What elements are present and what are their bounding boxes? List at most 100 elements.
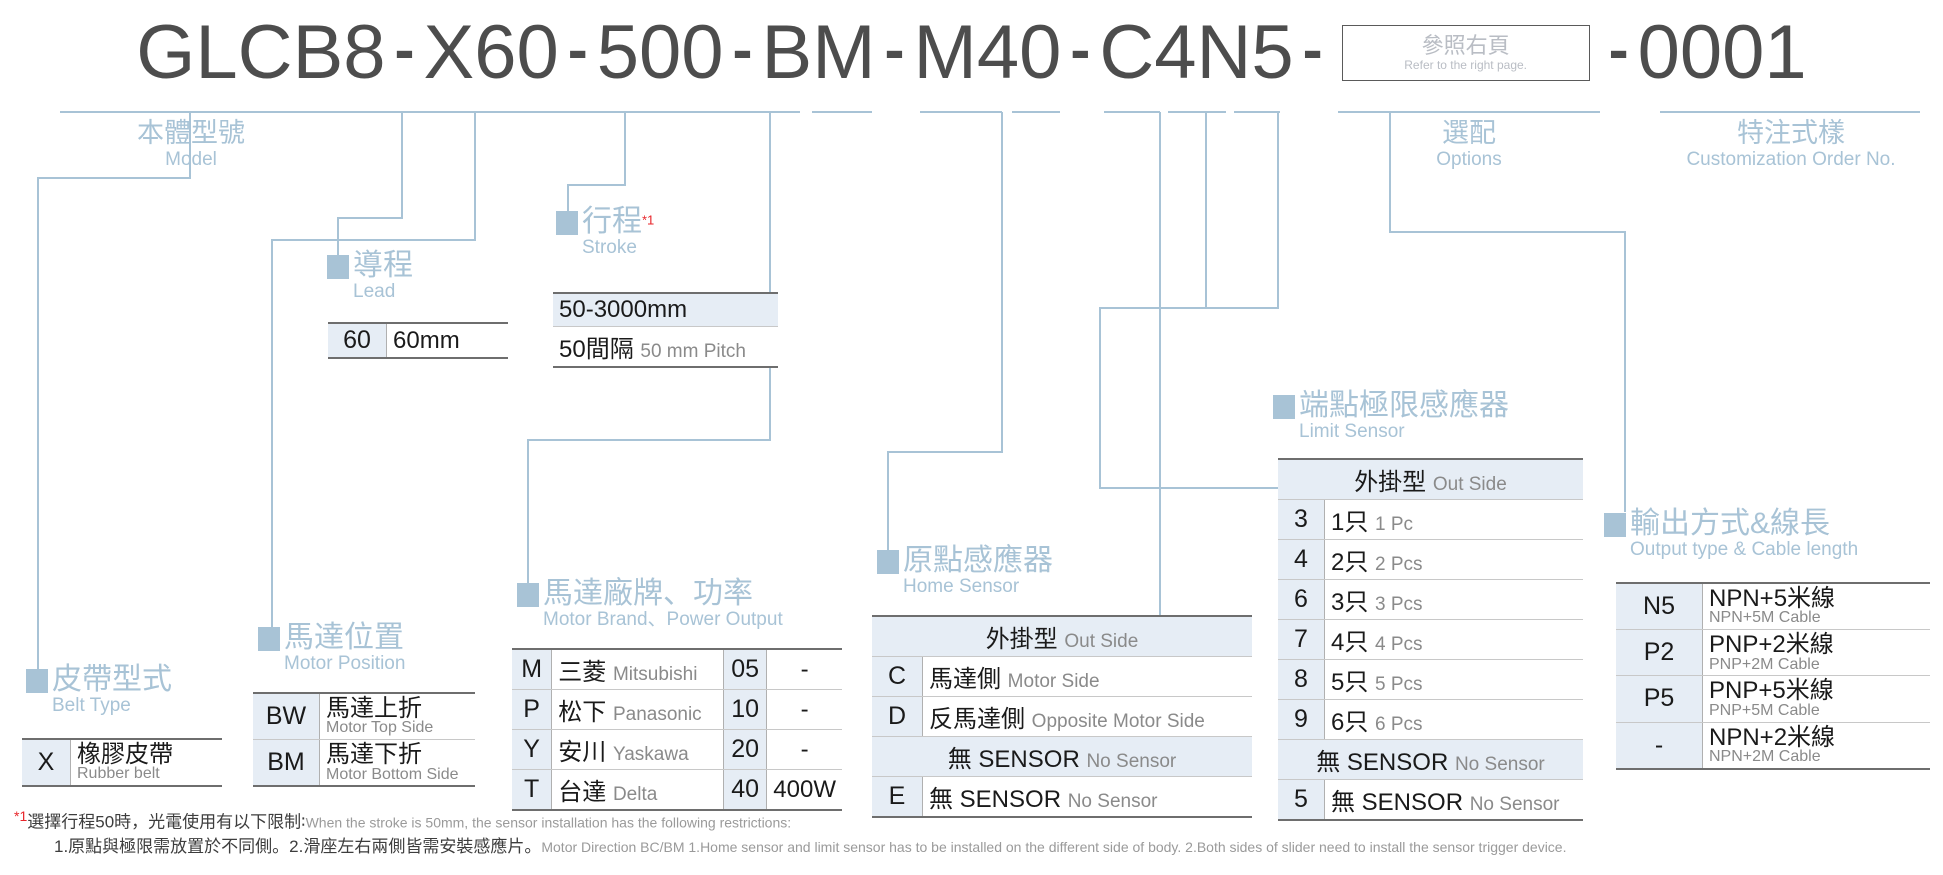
limit-sensor-en: 6 Pcs: [1375, 714, 1423, 735]
section-limit-sensor-cn: 端點極限感應器: [1299, 389, 1509, 422]
lead-value: 60mm: [386, 322, 508, 359]
home-sensor-key: C: [872, 656, 923, 697]
limit-sensor-key: 7: [1278, 619, 1325, 660]
table-group-header: 外掛型 Out Side: [1278, 458, 1583, 500]
limit-sensor-en: No Sensor: [1469, 794, 1560, 815]
home-sensor-group2-cn: 無 SENSOR: [947, 746, 1080, 773]
limit-sensor-cn: 無 SENSOR: [1331, 789, 1464, 816]
label-options: 選配 Options: [1338, 118, 1600, 172]
section-belt-type-cn: 皮帶型式: [52, 663, 172, 696]
limit-sensor-group2-cn: 無 SENSOR: [1316, 749, 1449, 776]
lead-key: 60: [328, 322, 387, 359]
section-stroke-footnote-marker: *1: [642, 212, 655, 228]
home-sensor-en: No Sensor: [1067, 791, 1158, 812]
motor-power-code: 20: [723, 729, 767, 770]
limit-sensor-en: 4 Pcs: [1375, 634, 1423, 655]
section-home-sensor: 原點感應器 Home Sensor: [877, 545, 1053, 597]
limit-sensor-value: 5只 5 Pcs: [1324, 659, 1583, 700]
limit-sensor-cn: 4只: [1331, 629, 1369, 656]
motor-position-value: 馬達下折 Motor Bottom Side: [319, 739, 475, 788]
table-row: - NPN+2米線 NPN+2M Cable: [1616, 722, 1930, 770]
label-model-en: Model: [165, 149, 217, 171]
motor-brand-en: Panasonic: [612, 704, 702, 725]
output-type-main: NPN+2米線: [1709, 723, 1836, 751]
table-row: 9 6只 6 Pcs: [1278, 699, 1583, 740]
bullet-icon: [556, 211, 578, 235]
product-code-row: GLCB8 - X60 - 500 - BM - M40 - C4N5 - 參照…: [0, 8, 1943, 98]
limit-sensor-cn: 2只: [1331, 549, 1369, 576]
output-type-value: PNP+5米線 PNP+5M Cable: [1702, 675, 1930, 723]
label-customization-cn: 特注式樣: [1737, 118, 1845, 148]
table-row: C 馬達側 Motor Side: [872, 656, 1252, 697]
section-belt-type: 皮帶型式 Belt Type: [26, 664, 172, 716]
table-row: BM 馬達下折 Motor Bottom Side: [253, 739, 475, 788]
motor-power-value: -: [766, 648, 842, 690]
output-type-value: NPN+2米線 NPN+2M Cable: [1702, 722, 1930, 770]
home-sensor-cn: 反馬達側: [929, 706, 1025, 733]
table-row: 3 1只 1 Pc: [1278, 499, 1583, 540]
footnote-1-en: When the stroke is 50mm, the sensor inst…: [305, 814, 792, 831]
motor-position-sub: Motor Bottom Side: [326, 765, 459, 783]
motor-power-code: 10: [723, 689, 767, 730]
motor-power-code: 05: [723, 648, 767, 690]
output-type-key: N5: [1616, 582, 1703, 631]
table-output-type: N5 NPN+5米線 NPN+5M Cable P2 PNP+2米線 PNP+2…: [1616, 582, 1930, 770]
code-segment-model: GLCB8: [136, 10, 386, 95]
limit-sensor-en: 5 Pcs: [1375, 674, 1423, 695]
footnote-marker: *1: [14, 808, 28, 824]
motor-power-value: -: [766, 729, 842, 770]
motor-brand-key: P: [512, 689, 552, 730]
output-type-sub: PNP+2M Cable: [1709, 655, 1820, 673]
section-stroke-en: Stroke: [582, 236, 637, 258]
code-dash: -: [394, 15, 415, 83]
motor-brand-cn: 松下: [558, 699, 607, 726]
home-sensor-key: E: [872, 776, 923, 818]
bullet-icon: [517, 583, 539, 607]
belt-type-sub: Rubber belt: [77, 765, 160, 783]
limit-sensor-key: 8: [1278, 659, 1325, 700]
section-motor-brand-en: Motor Brand、Power Output: [543, 608, 783, 630]
section-home-sensor-en: Home Sensor: [903, 575, 1020, 597]
limit-sensor-value: 6只 6 Pcs: [1324, 699, 1583, 740]
stroke-pitch: 50間隔 50 mm Pitch: [553, 326, 778, 368]
limit-sensor-key: 4: [1278, 539, 1325, 580]
limit-sensor-en: 3 Pcs: [1375, 594, 1423, 615]
code-dash: -: [732, 15, 753, 83]
table-row: 5 無 SENSOR No Sensor: [1278, 779, 1583, 821]
label-model-cn: 本體型號: [137, 118, 245, 148]
code-segment-motor-brand: M40: [913, 10, 1062, 95]
section-belt-type-en: Belt Type: [52, 694, 131, 716]
output-type-sub: PNP+5M Cable: [1709, 701, 1820, 719]
home-sensor-group1-cn: 外掛型: [985, 626, 1058, 653]
code-dash: -: [1608, 15, 1629, 83]
table-limit-sensor: 外掛型 Out Side 3 1只 1 Pc 4 2只 2 Pcs 6 3只 3…: [1278, 458, 1583, 821]
label-options-en: Options: [1436, 149, 1502, 171]
motor-brand-cn: 台達: [558, 779, 607, 806]
code-dash: -: [1302, 15, 1323, 83]
home-sensor-group2-en: No Sensor: [1086, 751, 1177, 772]
table-motor-brand: M 三菱 Mitsubishi 05 - P 松下 Panasonic 10 -…: [512, 648, 842, 811]
limit-sensor-group1-cn: 外掛型: [1354, 469, 1427, 496]
table-row: 7 4只 4 Pcs: [1278, 619, 1583, 660]
home-sensor-key: D: [872, 696, 923, 737]
limit-sensor-en: 1 Pc: [1375, 514, 1414, 535]
options-refer-cn: 參照右頁: [1421, 32, 1510, 58]
table-row: 8 5只 5 Pcs: [1278, 659, 1583, 700]
section-output-type: 輸出方式&線長 Output type & Cable length: [1604, 508, 1858, 560]
limit-sensor-value: 1只 1 Pc: [1324, 499, 1583, 540]
limit-sensor-value: 無 SENSOR No Sensor: [1324, 779, 1583, 821]
section-motor-position-en: Motor Position: [284, 652, 406, 674]
bullet-icon: [26, 669, 48, 693]
limit-sensor-group1-en: Out Side: [1432, 474, 1507, 495]
section-motor-brand-cn: 馬達廠牌、功率: [543, 577, 753, 610]
footnote-line-1: *1選擇行程50時，光電使用有以下限制∶When the stroke is 5…: [14, 806, 1934, 835]
motor-brand-cn: 三菱: [558, 659, 607, 686]
home-sensor-cn: 無 SENSOR: [929, 786, 1062, 813]
motor-power-value: 400W: [766, 769, 842, 811]
table-row: Y 安川 Yaskawa 20 -: [512, 729, 842, 770]
motor-power-value: -: [766, 689, 842, 730]
section-limit-sensor-en: Limit Sensor: [1299, 420, 1405, 442]
motor-brand-key: M: [512, 648, 552, 690]
bullet-icon: [877, 550, 899, 574]
table-row: D 反馬達側 Opposite Motor Side: [872, 696, 1252, 737]
